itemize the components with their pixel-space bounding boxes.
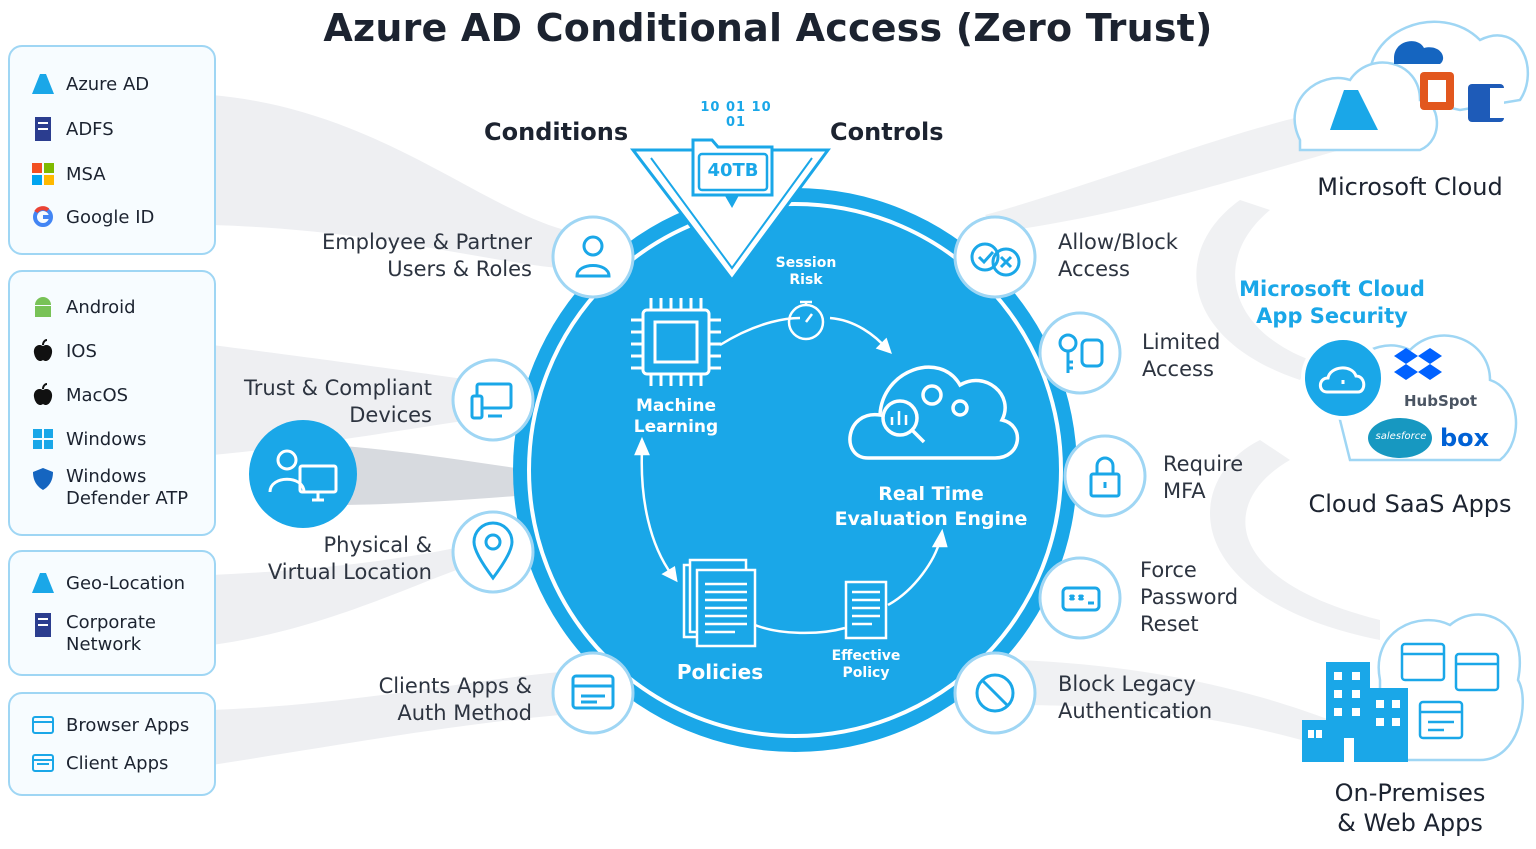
conditions-heading: Conditions — [484, 118, 629, 146]
salesforce-logo-icon — [1368, 418, 1432, 458]
apple-icon — [30, 382, 56, 408]
cloud-gears-icon — [848, 365, 1019, 460]
key-icon — [1058, 333, 1104, 373]
documents-icon — [682, 558, 757, 648]
azure-icon — [30, 71, 56, 97]
azure-icon — [30, 570, 56, 596]
server-icon — [30, 612, 56, 638]
onprem-label: On-Premises& Web Apps — [1334, 779, 1486, 837]
windows-logo-icon — [30, 426, 56, 452]
location-item-geo: Geo-Location — [30, 570, 185, 596]
dropbox-icon — [1394, 348, 1442, 380]
page-title: Azure AD Conditional Access (Zero Trust) — [323, 6, 1213, 50]
user-icon — [575, 235, 611, 278]
identity-provider-box: Azure AD ADFS MSA Google ID — [8, 45, 216, 255]
apple-icon — [30, 338, 56, 364]
stopwatch-icon — [787, 300, 825, 341]
identity-item-google: Google ID — [30, 204, 154, 230]
data-badge: 40TB — [707, 160, 759, 181]
client-app-icon — [30, 750, 56, 776]
chip-icon — [631, 298, 721, 386]
onedrive-icon — [1394, 41, 1444, 64]
server-icon — [30, 116, 56, 142]
mcas-circle — [1301, 336, 1385, 420]
condition-client-apps-label: Clients Apps &Auth Method — [378, 674, 532, 725]
data-bits-text: 10 01 10 01 — [700, 100, 772, 130]
device-item-ios: IOS — [30, 338, 97, 364]
effective-policy-icon — [844, 580, 888, 640]
cloud-saas-label: Cloud SaaS Apps — [1308, 490, 1512, 518]
identity-item-msa: MSA — [30, 161, 106, 187]
flow-arrows — [634, 316, 948, 635]
azure-logo-icon — [1330, 90, 1378, 130]
password-icon — [1061, 586, 1101, 612]
app-window-icon — [571, 674, 615, 710]
identity-item-adfs: ADFS — [30, 116, 114, 142]
lock-icon — [1089, 456, 1121, 498]
cloud-lock-icon — [1318, 366, 1366, 394]
apps-item-browser: Browser Apps — [30, 712, 189, 738]
devices-icon — [470, 382, 513, 420]
policies-label: Policies — [676, 660, 764, 684]
box-logo: box — [1440, 424, 1490, 452]
hubspot-logo: HubSpot — [1404, 392, 1477, 410]
allow-block-icon — [970, 242, 1021, 277]
condition-location-label: Physical &Virtual Location — [267, 533, 432, 584]
microsoft-logo-icon — [30, 161, 56, 187]
android-icon — [30, 294, 56, 320]
device-item-macos: MacOS — [30, 382, 128, 408]
client-apps-box: Browser Apps Client Apps — [8, 692, 216, 796]
user-computer-icon — [268, 449, 338, 502]
right-connectors — [985, 110, 1380, 745]
browser-window-icon — [30, 712, 56, 738]
building-icon — [1302, 662, 1408, 762]
block-icon — [975, 673, 1015, 713]
device-item-windows: Windows — [30, 426, 146, 452]
identity-item-azure-ad: Azure AD — [30, 71, 149, 97]
microsoft-cloud-label: Microsoft Cloud — [1317, 173, 1503, 201]
controls-heading: Controls — [830, 118, 944, 146]
shield-icon — [30, 466, 56, 492]
apps-item-client: Client Apps — [30, 750, 168, 776]
web-apps-icons — [1400, 642, 1500, 740]
google-logo-icon — [30, 204, 56, 230]
data-folder-icon — [691, 138, 774, 197]
device-item-android: Android — [30, 294, 136, 320]
location-pin-icon — [472, 521, 514, 581]
user-device-circle — [249, 420, 357, 528]
salesforce-logo: salesforce — [1375, 431, 1427, 442]
